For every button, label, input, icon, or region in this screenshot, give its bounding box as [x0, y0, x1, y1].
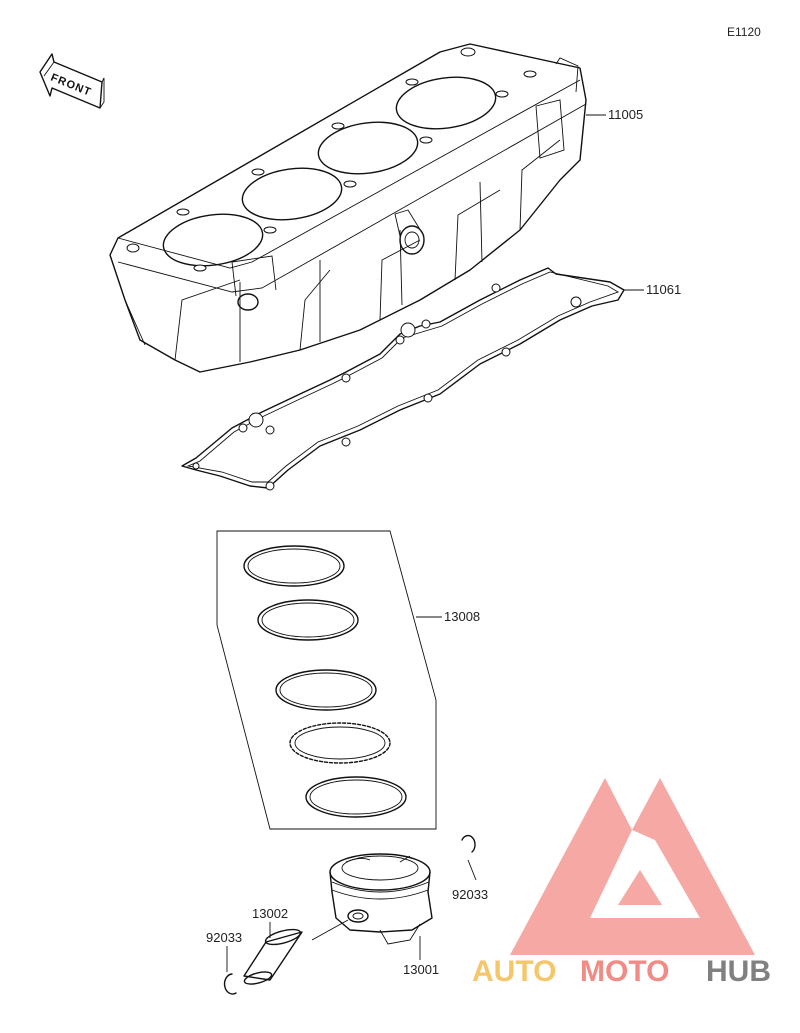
leader-snap-ring-right: [467, 859, 477, 881]
label-pin: 13002: [252, 906, 288, 921]
snap-ring-left: [223, 973, 237, 995]
snap-ring-right: [461, 834, 476, 853]
front-arrow-icon: FRONT: [39, 53, 105, 109]
piston-pin: [243, 919, 349, 985]
label-piston: 13001: [403, 962, 439, 977]
label-cylinder: 11005: [608, 107, 643, 122]
label-snap-ring-left: 92033: [206, 930, 242, 945]
watermark-hub: HUB: [706, 955, 771, 988]
watermark-auto: AUTO: [472, 955, 556, 988]
piston-ring-set: [216, 530, 437, 830]
label-snap-ring-right: 92033: [452, 887, 488, 902]
label-gasket: 11061: [646, 282, 681, 297]
watermark-logo: [510, 778, 755, 955]
cylinder-block: [109, 43, 587, 373]
piston: [329, 853, 433, 945]
cylinder-gasket: [181, 267, 625, 491]
diagram-code: E1120: [727, 25, 761, 39]
watermark-moto: MOTO: [580, 955, 669, 988]
watermark-text: AUTO MOTO HUB: [472, 955, 771, 988]
label-ring-set: 13008: [444, 609, 480, 624]
